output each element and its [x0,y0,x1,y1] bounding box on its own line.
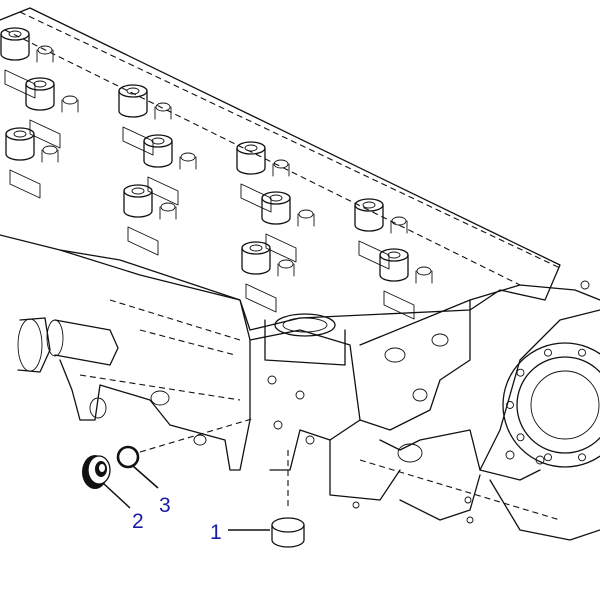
callout-3-label: 3 [159,494,171,517]
valve-boss [123,184,177,256]
part-3-o-ring [116,445,140,469]
flywheel-bolt [506,401,514,409]
flywheel-bolt [516,433,525,442]
valve-boss [118,84,172,156]
callout-leaders [102,465,270,531]
flywheel-bolt [578,453,586,462]
valve-boss [354,198,408,270]
flywheel-bolt [544,453,552,462]
flywheel-bolt [516,368,525,377]
part-2-plug [82,455,111,489]
callout-1-label: 1 [210,521,222,544]
valve-boss [0,27,54,99]
engine-cylinder-head-assembly [0,7,600,541]
flywheel-bolt [578,348,586,357]
valve-boss [379,248,433,320]
callout-2-label: 2 [132,510,144,533]
valve-boss [5,127,59,199]
valve-boss [236,141,290,213]
flywheel-bolt [544,348,552,357]
assembly-center-lines [139,417,289,510]
valve-boss [241,241,295,313]
part-1-cup-plug [271,517,305,548]
